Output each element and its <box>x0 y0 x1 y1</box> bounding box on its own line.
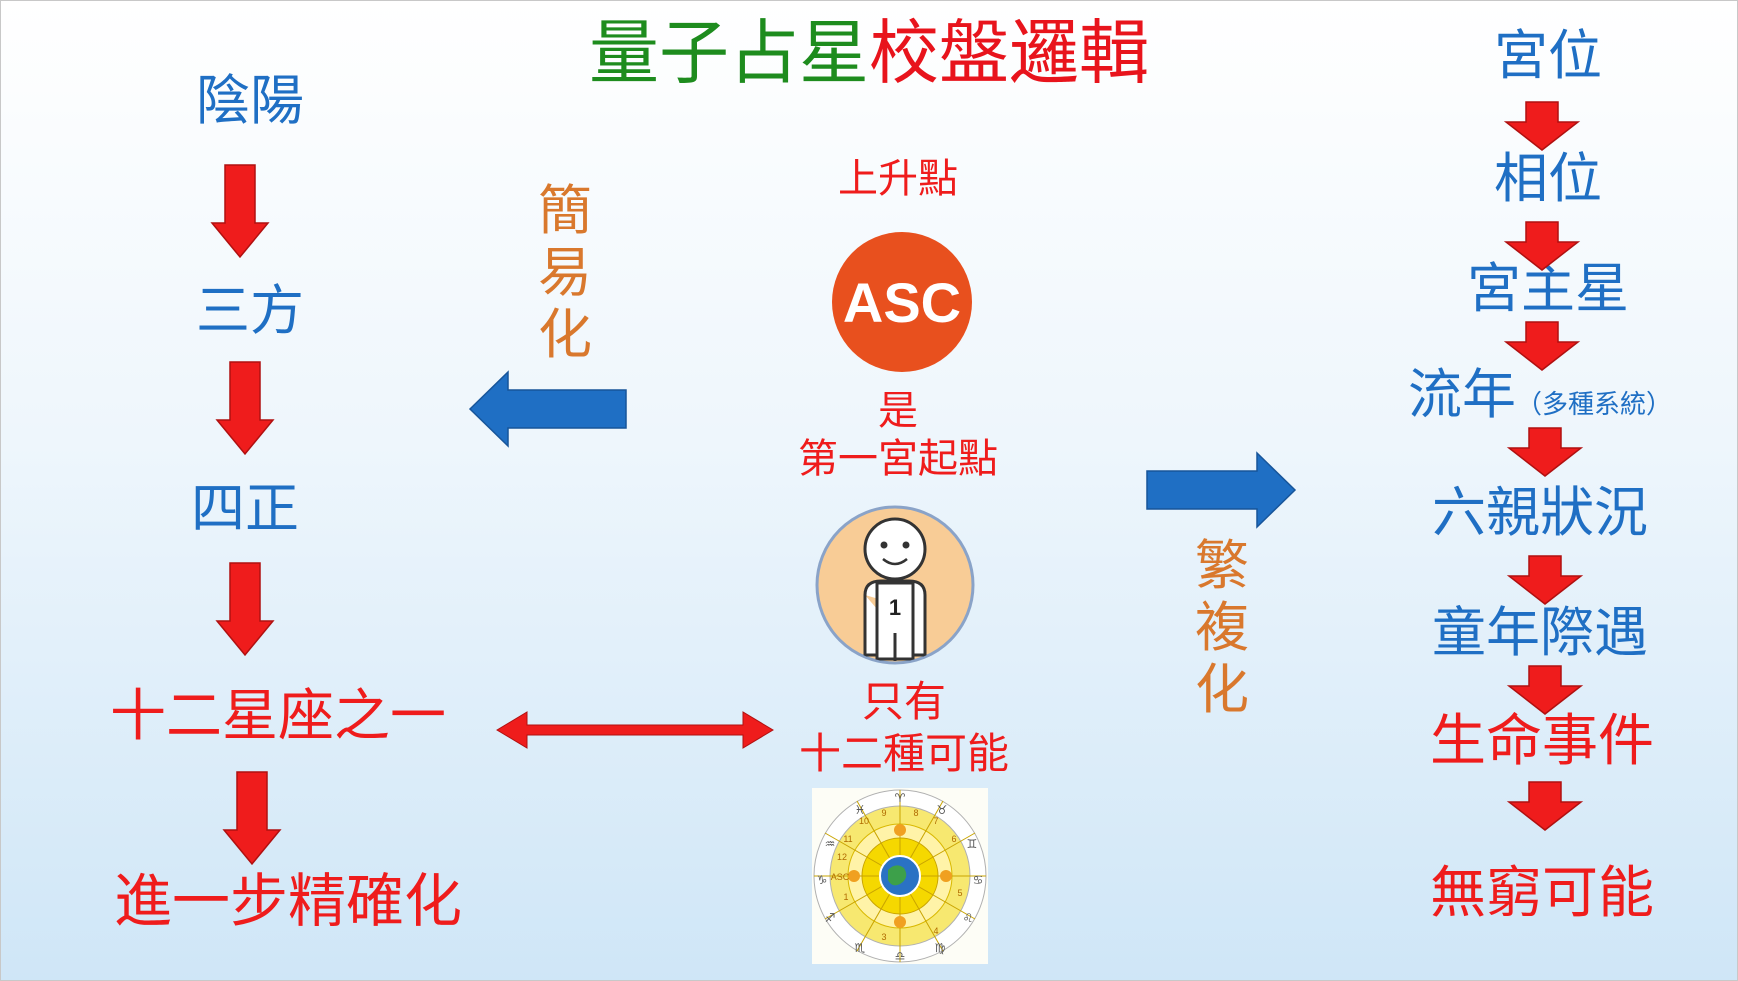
left-item-yinyang: 陰陽 <box>196 69 304 132</box>
astrology-chart-icon: ASC 12 11 10 9 8 7 6 5 4 3 1 ♈ ♉ ♊ ♋ ♌ ♍ ♎ ♏ ♐… <box>812 788 988 964</box>
right-item-infinite: 無窮可能 <box>1430 861 1654 926</box>
down-arrow-icon <box>222 771 282 866</box>
chart-house-number: 9 <box>881 808 886 818</box>
down-arrow-icon <box>1503 321 1581 371</box>
chart-house-number: 5 <box>957 888 962 898</box>
chart-house-number: 10 <box>859 816 869 826</box>
is-label: 是 <box>878 388 918 434</box>
person-figure-icon: 1 <box>815 505 975 665</box>
first-house-label: 第一宮起點 <box>798 436 998 482</box>
svg-text:♐: ♐ <box>825 911 836 925</box>
down-arrow-icon <box>1506 555 1584 605</box>
down-arrow-icon <box>1506 665 1584 715</box>
chart-house-number: 4 <box>933 926 938 936</box>
down-arrow-icon <box>1503 221 1581 271</box>
right-arrow-icon <box>1146 451 1297 529</box>
left-item-sanfang: 三方 <box>196 279 304 342</box>
twelve-possibilities-label: 十二種可能 <box>798 729 1010 778</box>
right-item-family: 六親狀況 <box>1432 481 1648 544</box>
svg-text:♏: ♏ <box>855 941 866 955</box>
svg-text:♒: ♒ <box>825 837 836 851</box>
svg-text:♍: ♍ <box>935 941 946 955</box>
left-arrow-icon <box>468 370 627 448</box>
figure-number: 1 <box>889 595 901 620</box>
annual-note: （多種系統） <box>1516 390 1673 420</box>
svg-text:♊: ♊ <box>967 837 978 851</box>
chart-house-number: 12 <box>837 852 847 862</box>
right-item-house: 宮位 <box>1494 24 1602 87</box>
svg-text:♈: ♈ <box>895 791 906 805</box>
right-item-childhood: 童年際遇 <box>1432 601 1648 664</box>
right-item-house-ruler: 宮主星 <box>1467 257 1629 320</box>
annual-label: 流年 <box>1408 363 1516 426</box>
chart-house-number: 6 <box>951 834 956 844</box>
down-arrow-icon <box>1506 427 1584 477</box>
svg-text:♑: ♑ <box>817 873 828 887</box>
title-part-green: 量子占星 <box>589 12 869 94</box>
title-part-red: 校盤邏輯 <box>869 12 1149 94</box>
chart-asc-label: ASC <box>831 872 850 882</box>
asc-badge-icon: ASC <box>832 232 972 372</box>
down-arrow-icon <box>1503 101 1581 151</box>
svg-text:♋: ♋ <box>973 873 984 887</box>
down-arrow-icon <box>210 164 270 259</box>
svg-text:♌: ♌ <box>963 911 974 925</box>
right-item-life-events: 生命事件 <box>1430 709 1654 774</box>
simplify-label: 簡易化 <box>538 179 592 366</box>
chart-house-number: 1 <box>843 892 848 902</box>
right-item-aspect: 相位 <box>1494 147 1602 210</box>
double-arrow-icon <box>496 711 774 749</box>
complicate-label: 繁複化 <box>1195 534 1249 721</box>
down-arrow-icon <box>215 361 275 456</box>
only-label: 只有 <box>861 677 947 726</box>
svg-text:♉: ♉ <box>937 803 948 817</box>
left-item-one-of-twelve-signs: 十二星座之一 <box>110 684 446 749</box>
down-arrow-icon <box>1506 781 1584 831</box>
chart-house-number: 7 <box>933 816 938 826</box>
chart-house-number: 11 <box>843 834 852 844</box>
svg-text:♎: ♎ <box>895 949 906 963</box>
page-title: 量子占星校盤邏輯 <box>0 8 1738 98</box>
down-arrow-icon <box>215 562 275 657</box>
chart-house-number: 3 <box>881 932 886 942</box>
asc-badge-text: ASC <box>843 271 961 334</box>
left-item-sizheng: 四正 <box>191 477 299 540</box>
left-item-refine: 進一步精確化 <box>113 867 463 935</box>
chart-house-number: 8 <box>913 808 918 818</box>
right-item-annual: 流年（多種系統） <box>1408 363 1673 426</box>
svg-text:♓: ♓ <box>855 803 866 817</box>
asc-caption: 上升點 <box>838 156 958 202</box>
